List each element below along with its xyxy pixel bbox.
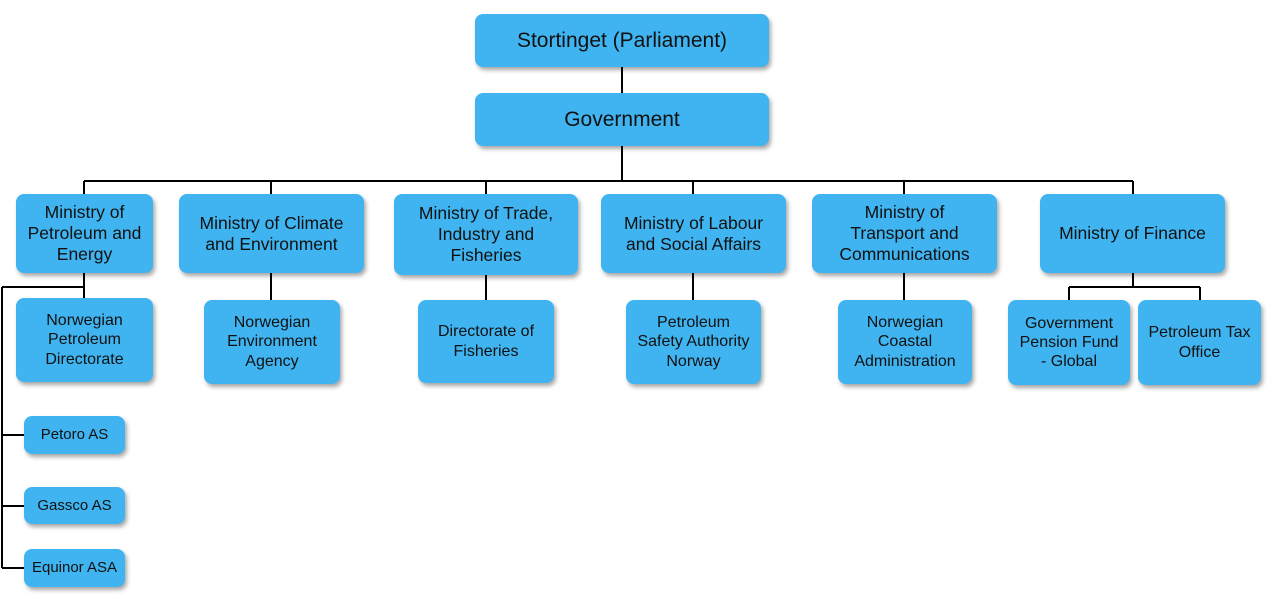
ministry-climate-environment-box: Ministry of Climate and Environment [179, 194, 364, 273]
petroleum-tax-office-box: Petroleum Tax Office [1138, 300, 1261, 385]
petroleum-safety-authority-box: Petroleum Safety Authority Norway [626, 300, 761, 384]
ministry-finance-box: Ministry of Finance [1040, 194, 1225, 273]
parliament-box: Stortinget (Parliament) [475, 14, 769, 67]
petoro-box: Petoro AS [24, 416, 125, 454]
norwegian-coastal-administration-box: Norwegian Coastal Administration [838, 300, 972, 384]
norwegian-petroleum-directorate-box: Norwegian Petroleum Directorate [16, 298, 153, 382]
ministry-labour-social-affairs-box: Ministry of Labour and Social Affairs [601, 194, 786, 273]
ministry-trade-industry-fisheries-box: Ministry of Trade, Industry and Fisherie… [394, 194, 578, 275]
government-box: Government [475, 93, 769, 146]
equinor-box: Equinor ASA [24, 549, 125, 587]
gassco-box: Gassco AS [24, 487, 125, 524]
directorate-of-fisheries-box: Directorate of Fisheries [418, 300, 554, 383]
ministry-petroleum-energy-box: Ministry of Petroleum and Energy [16, 194, 153, 273]
government-pension-fund-box: Government Pension Fund - Global [1008, 300, 1130, 385]
norwegian-environment-agency-box: Norwegian Environment Agency [204, 300, 340, 384]
ministry-transport-communications-box: Ministry of Transport and Communications [812, 194, 997, 273]
